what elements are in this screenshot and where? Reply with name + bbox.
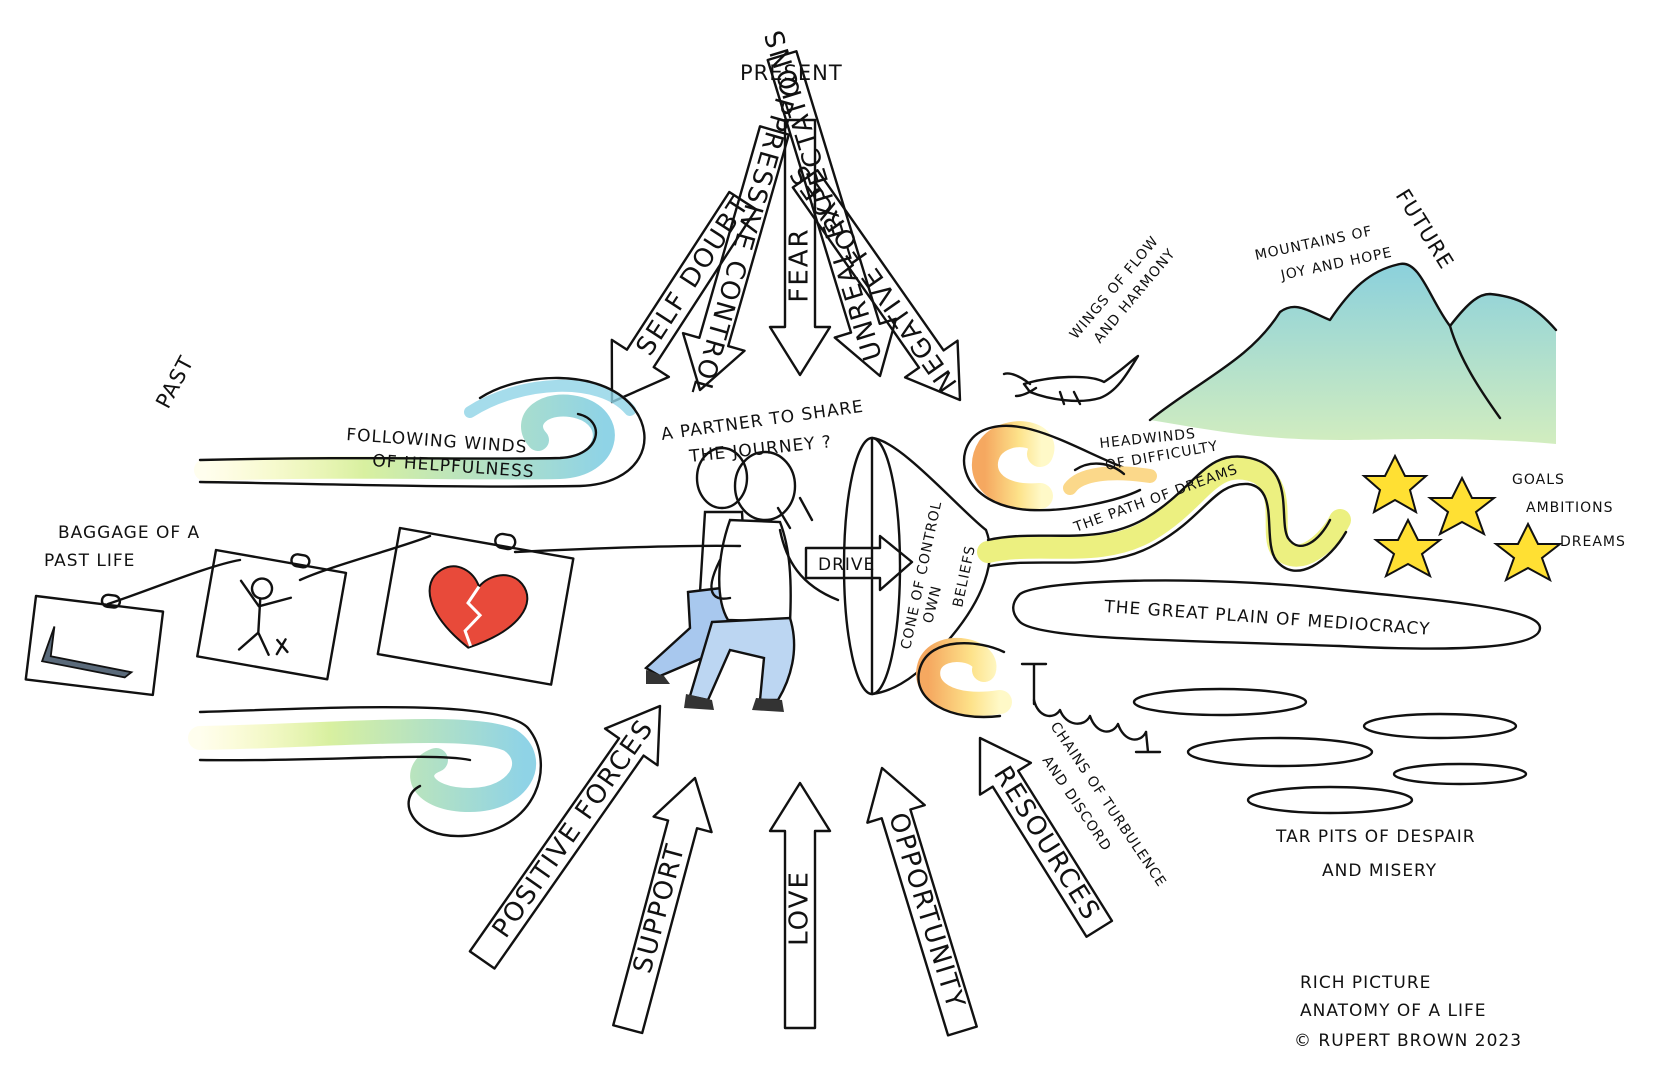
cone-line3: BELIEFS [950, 544, 979, 609]
tar-pits [1132, 687, 1528, 815]
baggage-case-1 [24, 593, 165, 697]
baggage-case-2 [196, 548, 348, 681]
region-past: PAST [151, 352, 198, 413]
drive-arrow: DRIVE [804, 534, 914, 592]
label-love: LOVE [785, 870, 815, 946]
label-support: SUPPORT [628, 840, 692, 977]
arrow-fear: FEAR [768, 118, 832, 377]
goal-stars [1361, 453, 1563, 583]
star-icon [1361, 453, 1429, 515]
great-plain-label: THE GREAT PLAIN OF MEDIOCRACY [1103, 597, 1431, 640]
star-icon [1427, 475, 1497, 537]
chains-of-turbulence [1020, 662, 1162, 754]
label-opportunity: OPPORTUNITY [882, 809, 970, 1013]
partner-line1: A PARTNER TO SHARE [660, 397, 865, 445]
mountains-of-joy [1148, 262, 1558, 444]
tar-pits-line2: AND MISERY [1322, 861, 1437, 881]
ambitions-label: AMBITIONS [1526, 500, 1613, 516]
great-plain: THE GREAT PLAIN OF MEDIOCRACY [1012, 579, 1542, 650]
baggage-chain [24, 526, 742, 697]
dreams-label: DREAMS [1560, 534, 1626, 550]
two-figures-walking [643, 446, 840, 712]
region-present: PRESENT [740, 61, 843, 85]
star-icon [1373, 517, 1443, 579]
tar-pits-line1: TAR PITS OF DESPAIR [1275, 827, 1476, 847]
path-of-dreams [977, 455, 1351, 572]
bird-icon [1002, 354, 1140, 406]
credit-line1: RICH PICTURE [1300, 973, 1431, 993]
baggage-line2: PAST LIFE [44, 551, 135, 571]
baggage-case-3 [376, 526, 575, 686]
arrow-love: LOVE [768, 781, 832, 1030]
credit-line2: ANATOMY OF A LIFE [1300, 1001, 1486, 1021]
credit-line3: © RUPERT BROWN 2023 [1294, 1031, 1522, 1051]
headwinds-swirl [963, 421, 1157, 512]
baggage-line1: BAGGAGE OF A [58, 523, 200, 543]
goals-label: GOALS [1512, 472, 1565, 488]
turbulence-swirl [916, 638, 1012, 719]
label-fear: FEAR [785, 227, 815, 302]
cone-line1: CONE OF CONTROL [898, 499, 945, 650]
arrow-opportunity: OPPORTUNITY [866, 766, 978, 1037]
drive-label: DRIVE [818, 555, 875, 575]
following-winds-swirl [194, 376, 646, 488]
region-future: FUTURE [1391, 185, 1459, 274]
star-icon [1493, 521, 1563, 583]
arrow-support: SUPPORT [612, 776, 713, 1035]
lower-winds-swirl [188, 705, 543, 838]
